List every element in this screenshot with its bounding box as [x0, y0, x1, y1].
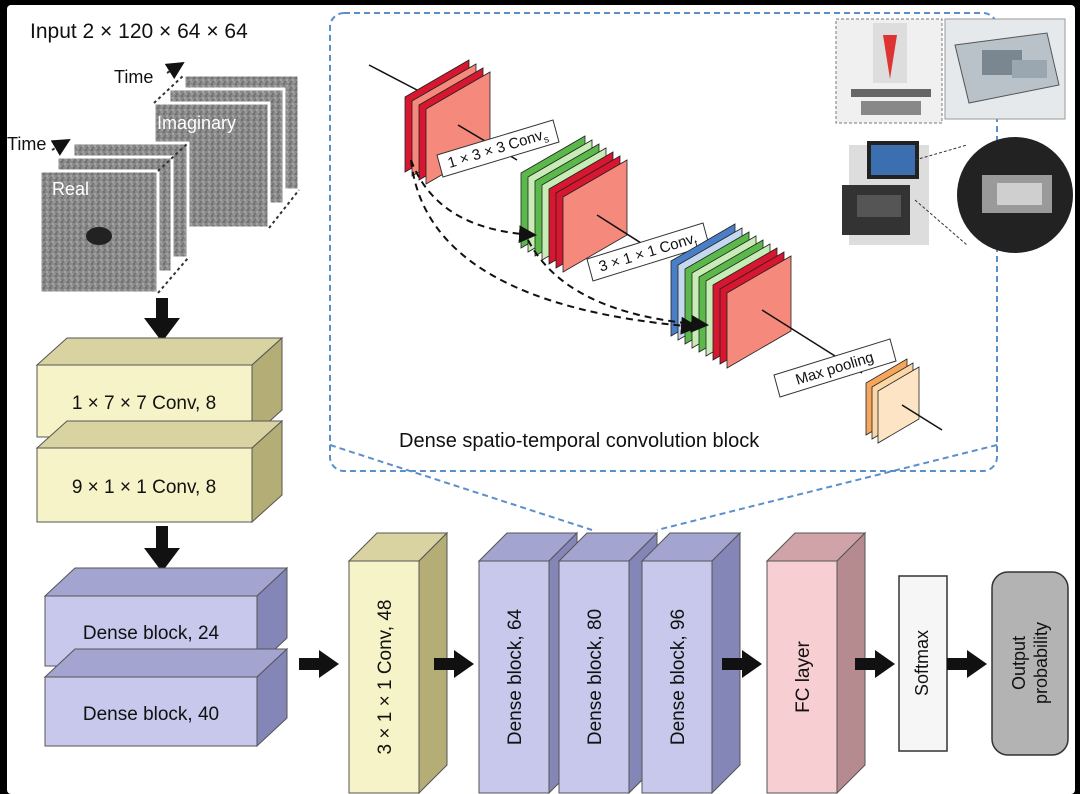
- arrow-right-icon: [434, 650, 474, 678]
- time-label-top: Time: [114, 67, 153, 87]
- output-label-line1: Output: [1009, 636, 1029, 690]
- softmax-box: Softmax: [898, 575, 948, 752]
- feature-maps-stack-2: [520, 135, 628, 273]
- zoom-connector-right: [656, 444, 998, 531]
- dense-24-label: Dense block, 24: [83, 623, 220, 644]
- arrow-right-icon: [947, 650, 987, 678]
- fc-layer-label: FC layer: [793, 640, 814, 712]
- conv-9x1x1-label: 9 × 1 × 1 Conv, 8: [72, 477, 216, 498]
- dense-40-label: Dense block, 40: [83, 704, 219, 725]
- dense-64-label: Dense block, 64: [505, 608, 526, 745]
- time-label-left: Time: [7, 134, 46, 154]
- max-pooling-label: Max pooling: [794, 349, 876, 389]
- dense-96-label: Dense block, 96: [668, 609, 689, 745]
- arrow-down-icon: [144, 298, 180, 342]
- conv-block-9x1x1: 9 × 1 × 1 Conv, 8: [35, 419, 284, 524]
- time-arrow-left-icon: [50, 138, 71, 156]
- zoom-connector-left: [329, 444, 593, 531]
- real-stack: Real: [38, 141, 190, 295]
- arrow-down-icon: [144, 526, 180, 572]
- diagram-svg: Input 2 × 120 × 64 × 64 Imaginary Time R…: [7, 12, 1073, 794]
- arrow-right-icon: [722, 650, 762, 678]
- skip-connections: [410, 159, 709, 335]
- output-label-line2: probability: [1031, 622, 1051, 704]
- real-label: Real: [52, 179, 89, 199]
- fc-layer-block: FC layer: [765, 531, 867, 794]
- conv-1x7x7-label: 1 × 7 × 7 Conv, 8: [72, 393, 216, 414]
- feature-maps-stack-4: [865, 358, 920, 444]
- conv-t-sub: t: [694, 238, 700, 249]
- apparatus-inset-image: [835, 18, 1073, 253]
- conv-s-sub: s: [542, 134, 550, 146]
- arrow-right-icon: [855, 650, 895, 678]
- imaginary-label: Imaginary: [157, 113, 236, 133]
- dense-block-96: Dense block, 96: [640, 531, 742, 794]
- input-title: Input 2 × 120 × 64 × 64: [30, 20, 248, 43]
- time-arrow-top-icon: [164, 61, 185, 80]
- zoom-caption: Dense spatio-temporal convolution block: [399, 430, 760, 452]
- dense-block-40: Dense block, 40: [43, 647, 289, 748]
- output-probability-box: Output probability: [991, 571, 1069, 756]
- conv-3x1x1-label: 3 × 1 × 1 Conv, 48: [375, 600, 396, 755]
- figure-panel: Input 2 × 120 × 64 × 64 Imaginary Time R…: [7, 5, 1075, 794]
- softmax-label: Softmax: [912, 630, 932, 696]
- arrow-right-icon: [299, 650, 339, 678]
- dense-80-label: Dense block, 80: [585, 609, 606, 745]
- conv-block-3x1x1: 3 × 1 × 1 Conv, 48: [347, 531, 449, 794]
